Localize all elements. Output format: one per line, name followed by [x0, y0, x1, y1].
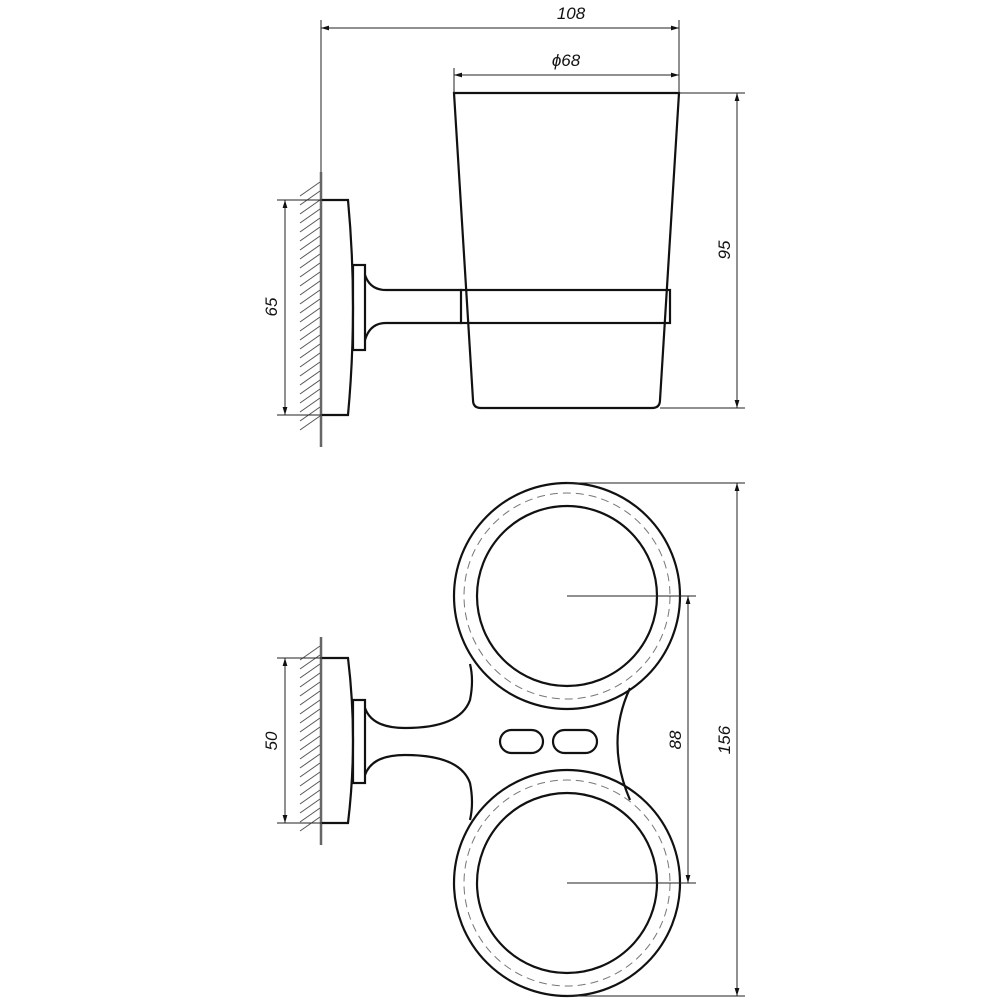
dimension-label: 65: [262, 297, 281, 316]
hatch-line: [299, 298, 321, 314]
hatch-line: [299, 762, 321, 778]
hatch-line: [299, 798, 321, 814]
hatch-line: [299, 361, 321, 377]
dimension-label: ϕ68: [552, 51, 581, 70]
hatch-line: [299, 262, 321, 278]
hatch-line: [299, 735, 321, 751]
hatch-line: [299, 807, 321, 823]
hatch-line: [299, 271, 321, 287]
hatch-line: [299, 672, 321, 688]
hatch-line: [299, 190, 321, 206]
hatch-line: [299, 208, 321, 224]
hatch-line: [299, 235, 321, 251]
hatch-line: [299, 789, 321, 805]
hatch-line: [299, 370, 321, 386]
dimension-label: 88: [666, 730, 685, 749]
hatch-line: [299, 726, 321, 742]
dimension-label: 156: [715, 725, 734, 754]
hatch-line: [299, 199, 321, 215]
hatch-line: [299, 316, 321, 332]
wall-plate: [322, 656, 355, 825]
hatch-line: [299, 352, 321, 368]
hatch-line: [299, 654, 321, 670]
hatch-line: [299, 681, 321, 697]
hatch-line: [299, 397, 321, 413]
hatch-line: [299, 744, 321, 760]
screw-slot: [551, 728, 599, 755]
dimension-label: 108: [557, 4, 586, 23]
hatch-line: [299, 415, 321, 431]
hatch-line: [299, 708, 321, 724]
hatch-line: [299, 771, 321, 787]
body-outline-bottom: [363, 753, 474, 821]
hatch-line: [299, 690, 321, 706]
side-view: 108 ϕ68 95 65: [262, 4, 745, 447]
body-outline-right: [616, 687, 632, 801]
wall-plate: [322, 198, 355, 417]
hatch-line: [299, 289, 321, 305]
hatch-line: [299, 244, 321, 260]
dimension-label: 95: [715, 240, 734, 259]
hatch-line: [299, 280, 321, 296]
top-view: 88 156 50: [262, 481, 745, 998]
hatch-line: [299, 663, 321, 679]
hatch-line: [299, 406, 321, 422]
hatch-line: [299, 388, 321, 404]
hatch-line: [299, 217, 321, 233]
cup-holder-band: [459, 288, 672, 325]
wall-hatching: [299, 181, 321, 431]
hatch-line: [299, 181, 321, 197]
hatch-line: [299, 307, 321, 323]
hatch-line: [299, 816, 321, 832]
dimension-label: 50: [262, 731, 281, 750]
hatch-line: [299, 717, 321, 733]
hatch-line: [299, 253, 321, 269]
collar: [351, 698, 367, 785]
hatch-line: [299, 334, 321, 350]
body-outline-top: [363, 663, 474, 730]
arm: [363, 274, 462, 341]
wall-hatching: [299, 645, 321, 832]
cup: [452, 91, 681, 410]
screw-slot: [498, 728, 545, 755]
hatch-line: [299, 780, 321, 796]
hatch-line: [299, 343, 321, 359]
collar: [351, 263, 367, 352]
hatch-line: [299, 753, 321, 769]
hatch-line: [299, 325, 321, 341]
hatch-line: [299, 699, 321, 715]
hatch-line: [299, 226, 321, 242]
hatch-line: [299, 379, 321, 395]
